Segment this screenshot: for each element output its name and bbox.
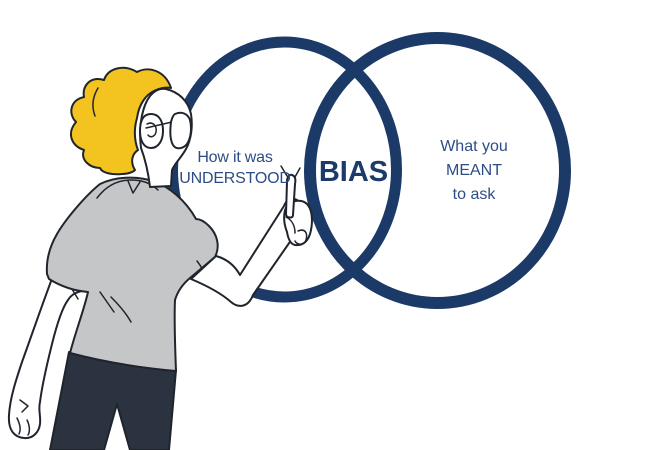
right-circle-label-line3: to ask [452,186,496,203]
shirt-fold [99,291,115,313]
right-circle-label-line2: MEANT [446,162,502,179]
right-circle-label-line1: What you [440,138,508,155]
curled-finger-line [294,229,308,245]
venn-right-circle [304,32,571,309]
left-circle-label-line2: UNDERSTOOD [179,170,291,187]
person-illustration [7,66,313,450]
left-circle-label-line1: How it was [197,149,273,166]
tap-emphasis-marks [280,165,301,178]
inner-ear-line [146,122,157,138]
thumb-line [285,216,296,234]
person-left-arm [7,275,90,440]
collar-notch [127,180,141,194]
person-shirt [45,176,219,372]
glasses-temple [145,121,173,129]
elbow-crease [71,288,79,300]
thumb-line [19,399,29,413]
glasses-lens [169,111,192,150]
hair-strand [92,87,99,117]
person-ear [139,113,164,149]
person-pointing-arm [190,173,313,307]
intersection-label: BIAS [318,156,389,188]
finger-line [26,419,31,436]
finger-line [16,417,21,435]
person-hair [69,66,172,176]
index-finger [285,173,297,219]
person-head [69,66,193,188]
right-circle-label: What you MEANT to ask [414,135,534,207]
left-circle-label: How it was UNDERSTOOD [135,147,335,189]
emphasis-mark [280,165,288,177]
emphasis-mark [294,167,301,178]
shirt-fold [110,296,132,323]
